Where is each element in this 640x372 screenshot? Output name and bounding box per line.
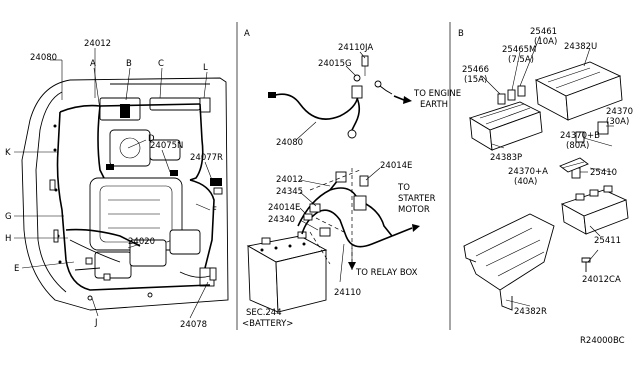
panel-a-callouts: 24110JA 24015G TO ENGINE EARTH 24080 240… xyxy=(242,43,461,329)
label-to-engine: TO ENGINE xyxy=(413,89,461,99)
callout-24345: 24345 xyxy=(276,187,303,197)
panel-b-letter: B xyxy=(458,29,464,39)
diagram-code: R24000BC xyxy=(580,336,625,346)
engine-room-view xyxy=(21,77,229,311)
callout-24014E-top: 24014E xyxy=(380,161,412,171)
callout-24077R: 24077R xyxy=(190,153,223,163)
callout-24080: 24080 xyxy=(30,53,57,63)
callout-24078: 24078 xyxy=(180,320,207,330)
callout-E: E xyxy=(14,264,19,274)
callout-A: A xyxy=(90,59,96,69)
callout-25461-amp: (10A) xyxy=(534,37,557,47)
callout-24015G: 24015G xyxy=(318,59,352,69)
callout-B: B xyxy=(126,59,132,69)
callout-F: F xyxy=(212,206,217,216)
callout-25466: 25466 xyxy=(462,65,489,75)
callout-24075N: 24075N xyxy=(150,141,183,151)
callout-24383P: 24383P xyxy=(490,153,522,163)
callout-24370-amp: (30A) xyxy=(606,117,629,127)
callout-K: K xyxy=(5,148,11,158)
callout-24012-a: 24012 xyxy=(276,175,303,185)
left-leader-lines xyxy=(14,48,213,319)
callout-25410: 25410 xyxy=(590,168,617,178)
callout-25461: 25461 xyxy=(530,27,557,37)
callout-25466-amp: (15A) xyxy=(464,75,487,85)
panel-a: A xyxy=(244,29,420,313)
callout-24382R: 24382R xyxy=(514,307,547,317)
panel-a-letter: A xyxy=(244,29,250,39)
callout-25411: 25411 xyxy=(594,236,621,246)
callout-24370B: 24370+B xyxy=(560,131,600,141)
callout-24012: 24012 xyxy=(84,39,111,49)
callout-25465M: 25465M xyxy=(502,45,536,55)
left-callouts: 24080 24012 A B C L D K 24075N 24077R F … xyxy=(5,39,223,330)
panel-b-callouts: 25461 (10A) 25465M (7.5A) 25466 (15A) 24… xyxy=(462,27,633,317)
callout-25465M-amp: (7.5A) xyxy=(508,55,534,65)
callout-24370B-amp: (80A) xyxy=(566,141,589,151)
label-battery: <BATTERY> xyxy=(242,319,293,329)
label-to-starter-2: STARTER xyxy=(398,194,436,204)
callout-24110JA: 24110JA xyxy=(338,43,373,53)
callout-G: G xyxy=(5,212,12,222)
callout-24370A-amp: (40A) xyxy=(514,177,537,187)
callout-H: H xyxy=(5,234,11,244)
callout-24370A: 24370+A xyxy=(508,167,548,177)
label-battery-sec: SEC.244 xyxy=(246,308,282,318)
callout-24014E-mid: 24014E xyxy=(268,203,300,213)
callout-24370: 24370 xyxy=(606,107,633,117)
callout-24110: 24110 xyxy=(334,288,361,298)
callout-24012CA: 24012CA xyxy=(582,275,621,285)
label-engine-earth: EARTH xyxy=(420,100,448,110)
callout-D: D xyxy=(148,134,155,144)
callout-L: L xyxy=(203,63,208,73)
callout-24382U: 24382U xyxy=(564,42,597,52)
callout-24020: 24020 xyxy=(128,237,155,247)
callout-24340: 24340 xyxy=(268,215,295,225)
callout-C: C xyxy=(158,59,164,69)
label-to-starter-1: TO xyxy=(397,183,410,193)
callout-J: J xyxy=(94,318,98,328)
label-to-starter-3: MOTOR xyxy=(398,205,430,215)
panel-b: B xyxy=(458,29,629,311)
label-to-relay-box: TO RELAY BOX xyxy=(355,268,418,278)
callout-24080-a: 24080 xyxy=(276,138,303,148)
